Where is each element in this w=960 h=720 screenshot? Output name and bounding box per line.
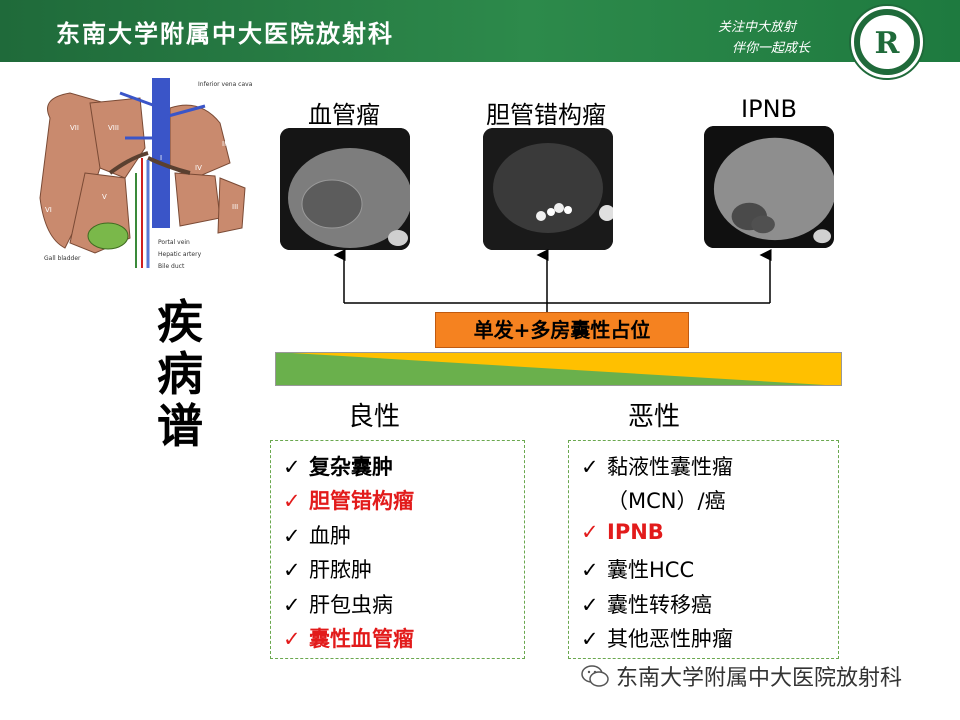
check-icon: ✓ [581,520,599,544]
check-icon: ✓ [283,593,301,617]
check-icon: ✓ [581,455,599,479]
benign-item-hydatid: ✓肝包虫病 [283,593,393,617]
benign-item-hematoma: ✓血肿 [283,524,351,548]
check-icon: ✓ [283,489,301,513]
check-icon: ✓ [283,524,301,548]
ct-image-hemangioma [280,128,410,250]
svg-text:VII: VII [70,124,79,132]
header-bar: 东南大学附属中大医院放射科 关注中大放射 伴你一起成长 [0,0,960,62]
check-icon: ✓ [581,627,599,651]
single-multilocular-banner: 单发+多房囊性占位 [435,312,689,348]
check-icon: ✓ [581,558,599,582]
wechat-watermark: 东南大学附属中大医院放射科 [580,660,902,692]
benign-item-complex-cyst: ✓复杂囊肿 [283,455,393,479]
slogan-line-1: 关注中大放射 [718,20,797,35]
benign-item-biliary-hamartoma: ✓胆管错构瘤 [283,489,414,513]
image-label-ipnb: IPNB [741,95,797,123]
ct-image-ipnb [704,126,834,248]
svg-text:R: R [875,26,901,61]
watermark-text: 东南大学附属中大医院放射科 [616,666,903,691]
image-label-hamartoma: 胆管错构瘤 [486,101,606,129]
benign-item-liver-abscess: ✓肝脓肿 [283,558,372,582]
check-icon: ✓ [581,593,599,617]
svg-text:Gall bladder: Gall bladder [44,255,81,262]
check-icon: ✓ [283,627,301,651]
mr-image-hamartoma [483,128,613,250]
image-label-hemangioma: 血管瘤 [308,101,380,129]
svg-text:Inferior vena cava: Inferior vena cava [198,81,253,88]
check-icon: ✓ [283,558,301,582]
slogan-line-2: 伴你一起成长 [732,41,811,56]
spectrum-title-char-3: 谱 [157,399,203,453]
svg-text:I: I [160,154,162,162]
svg-text:VI: VI [45,206,52,214]
liver-anatomy-diagram: VII VIII II IV I V VI III Inferior vena … [39,78,253,270]
svg-text:II: II [222,140,226,148]
svg-text:IV: IV [195,164,202,172]
svg-text:III: III [232,203,238,211]
benign-title: 良性 [348,402,401,432]
header-title: 东南大学附属中大医院放射科 [56,19,394,48]
svg-text:VIII: VIII [108,124,119,132]
hospital-logo: R [849,4,925,80]
malignant-item-cystic-metastasis: ✓囊性转移癌 [581,593,712,617]
malignant-item-mcn-cont: （MCN）/癌 [607,489,726,513]
malignant-list-box: ✓黏液性囊性瘤 （MCN）/癌 ✓IPNB ✓囊性HCC ✓囊性转移癌 ✓其他恶… [568,440,839,659]
benign-list-box: ✓复杂囊肿 ✓胆管错构瘤 ✓血肿 ✓肝脓肿 ✓肝包虫病 ✓囊性血管瘤 [270,440,525,659]
wechat-icon [581,665,609,687]
malignant-title: 恶性 [628,402,681,432]
malignant-item-other: ✓其他恶性肿瘤 [581,627,733,651]
spectrum-title-char-1: 疾 [157,295,203,349]
svg-text:V: V [102,193,107,201]
malignant-item-mcn: ✓黏液性囊性瘤 [581,455,733,479]
benign-item-cystic-hemangioma: ✓囊性血管瘤 [283,627,414,651]
check-icon: ✓ [283,455,301,479]
malignant-item-ipnb: ✓IPNB [581,520,664,544]
spectrum-title-char-2: 病 [157,347,203,401]
benign-malignant-spectrum-bar [275,352,842,386]
malignant-item-cystic-hcc: ✓囊性HCC [581,558,695,582]
svg-text:Hepatic artery: Hepatic artery [158,251,202,258]
svg-text:Portal vein: Portal vein [158,239,190,246]
svg-text:Bile duct: Bile duct [158,263,185,270]
